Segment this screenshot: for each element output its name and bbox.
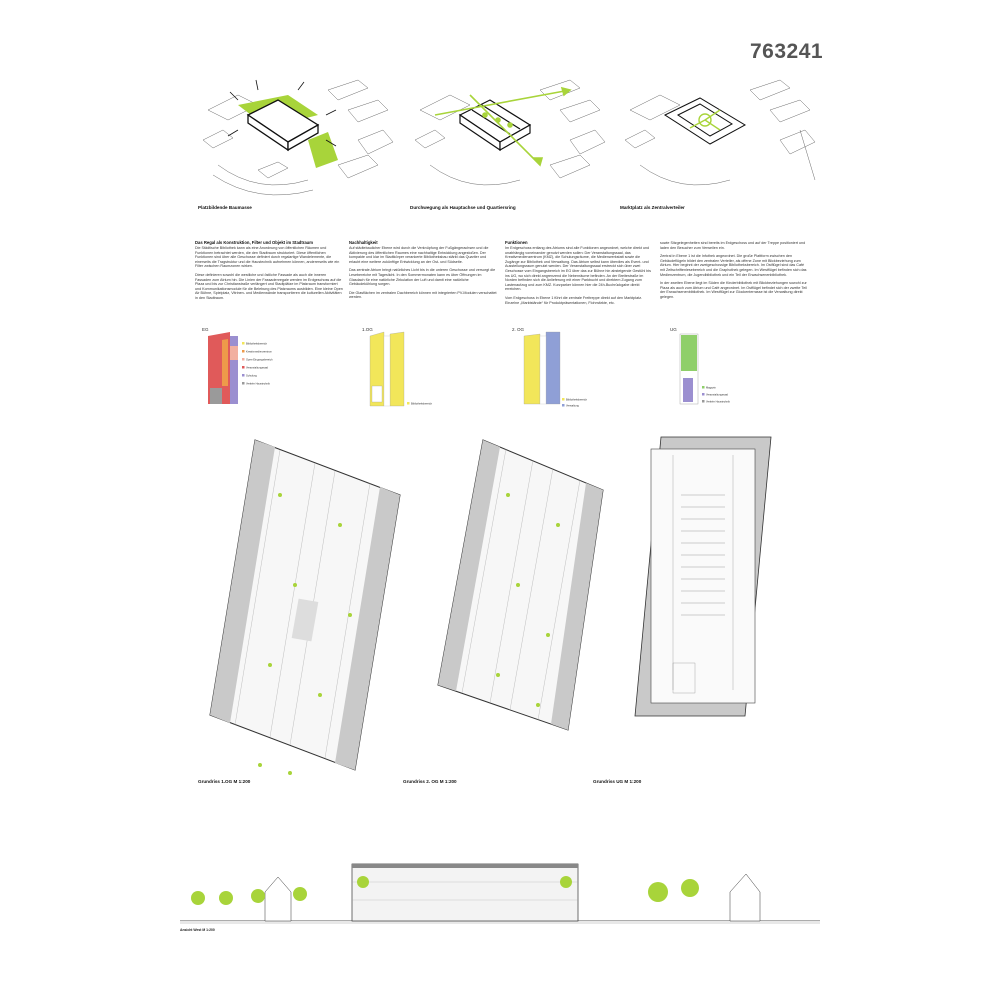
svg-text:Verkehr Haustechnik: Verkehr Haustechnik xyxy=(706,400,731,404)
text-paragraph: Vom Erdgeschoss in Ebene 1 führt die zen… xyxy=(505,296,643,305)
svg-text:Bibliotheksbereich: Bibliotheksbereich xyxy=(566,398,588,402)
text-paragraph: In der zweiten Ebene liegt im Süden die … xyxy=(660,281,807,299)
floor-plan-2og xyxy=(428,435,608,735)
svg-text:Verkehr Haustechnik: Verkehr Haustechnik xyxy=(246,382,271,386)
text-column-1: Das Regal als Konstruktion, Filter und O… xyxy=(195,240,343,305)
diagram-durchwegung xyxy=(410,70,610,198)
svg-text:Veranstaltungssaal: Veranstaltungssaal xyxy=(706,393,728,397)
mini-plan-label: EG xyxy=(202,327,209,332)
text-heading: Das Regal als Konstruktion, Filter und O… xyxy=(195,240,313,245)
floor-plan-caption-1: Grundriss 1.OG M 1:200 xyxy=(198,779,251,784)
text-column-3: Funktionen Im Erdgeschoss entlang des At… xyxy=(505,240,653,309)
mini-plan-2og: 2. OG Bibliotheksbereich Verwaltung xyxy=(510,326,660,410)
text-paragraph: Die Glasflächen im zentralen Dachbereich… xyxy=(349,290,497,300)
mini-plan-eg: EG Bibliotheksbereich Kreativmedienzentr… xyxy=(200,326,350,410)
text-paragraph: Auf städtebaulicher Ebene wird durch die… xyxy=(349,246,489,264)
svg-text:Kreativmedienzentrum: Kreativmedienzentrum xyxy=(246,350,272,354)
diagram-caption-3: Marktplatz als Zentralverteiler xyxy=(620,205,685,210)
competition-number: 763241 xyxy=(750,40,824,63)
svg-text:Schulung: Schulung xyxy=(246,374,257,378)
floor-plan-1og xyxy=(200,435,415,775)
svg-text:Open-Eingangsbereich: Open-Eingangsbereich xyxy=(246,358,273,362)
svg-text:Verwaltung: Verwaltung xyxy=(566,404,579,408)
text-paragraph: Zentral in Ebene 1 ist die Infothek ange… xyxy=(660,254,807,277)
svg-text:Bibliotheksbereich: Bibliotheksbereich xyxy=(246,342,268,346)
svg-text:Veranstaltungssaal: Veranstaltungssaal xyxy=(246,366,268,370)
text-heading: Funktionen xyxy=(505,240,528,245)
mini-plan-label: UG xyxy=(670,327,677,332)
text-paragraph: Die Städtische Bibliothek kann als eine … xyxy=(195,246,340,269)
text-column-2: Nachhaltigkeit Auf städtebaulicher Ebene… xyxy=(349,240,497,304)
svg-text:Magazin: Magazin xyxy=(706,386,716,390)
text-heading: Nachhaltigkeit xyxy=(349,240,378,245)
mini-plan-ug: UG Magazin Veranstaltungssaal Verkehr Ha… xyxy=(668,326,818,410)
text-paragraph: Das zentrale Atrium bringt natürliches L… xyxy=(349,268,496,287)
text-paragraph: sowie Sitzgelegenheiten sind bereits im … xyxy=(660,241,806,250)
floor-plan-caption-2: Grundriss 2. OG M 1:200 xyxy=(403,779,457,784)
diagram-caption-2: Durchwegung als Hauptachse und Quartiers… xyxy=(410,205,516,210)
floor-plan-caption-3: Grundriss UG M 1:200 xyxy=(593,779,642,784)
diagram-platzbildende-baumasse xyxy=(198,70,398,198)
mini-plan-label: 2. OG xyxy=(512,327,525,332)
mini-plan-label: 1.OG xyxy=(362,327,373,332)
text-paragraph: Im Erdgeschoss entlang des Atriums sind … xyxy=(505,246,651,292)
text-column-4: sowie Sitzgelegenheiten sind bereits im … xyxy=(660,241,808,304)
diagram-marktplatz xyxy=(620,70,820,198)
mini-plan-1og: 1.OG Bibliotheksbereich xyxy=(360,326,510,410)
diagram-caption-1: Platzbildende Baumasse xyxy=(198,205,252,210)
text-paragraph: Diese definieren sowohl die westliche un… xyxy=(195,273,343,301)
svg-text:Bibliotheksbereich: Bibliotheksbereich xyxy=(411,402,433,406)
floor-plan-ug xyxy=(633,435,773,718)
elevation-west: Ansicht West M 1:200 xyxy=(180,852,820,932)
elevation-caption: Ansicht West M 1:200 xyxy=(180,928,215,932)
